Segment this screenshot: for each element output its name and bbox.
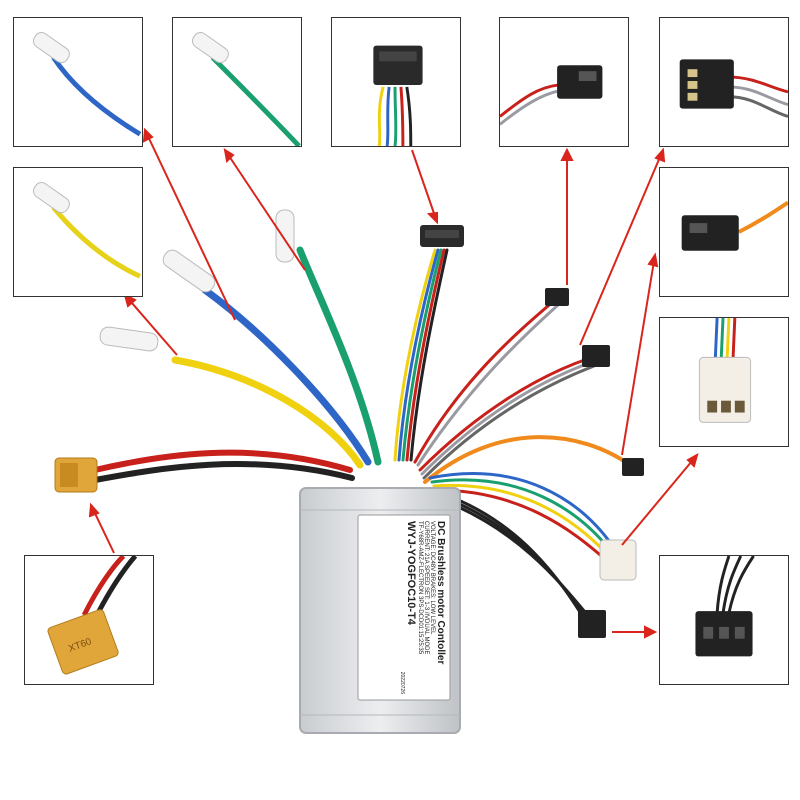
- blue-bullet-terminal-icon: [32, 32, 142, 137]
- yellow-bullet-terminal-icon: [32, 182, 142, 279]
- black-three-pin-connector-inset: [659, 555, 789, 685]
- controller-label-text: DC Brushless motor Contoller VOLTAGE: DC…: [358, 515, 450, 700]
- sm-3pin-plug: [582, 345, 610, 367]
- bullet-terminals: [99, 209, 295, 352]
- multi-pin-hall-connector-inset: [331, 17, 461, 147]
- sm-3pin-black-plug: [578, 610, 606, 638]
- controller-label-sticker: [357, 514, 451, 701]
- label-line-title: DC Brushless motor Contoller: [435, 521, 446, 665]
- yellow-wire-terminal-inset: [13, 167, 143, 297]
- hall-connector: [420, 225, 464, 247]
- hall-sensor-connector-icon: [373, 45, 423, 146]
- orange-two-pin-connector-inset: [659, 167, 789, 297]
- sm-3pin-black-connector-icon: [695, 556, 755, 657]
- two-pin-connector-top-inset: [499, 17, 629, 147]
- sm-2pin-connector-icon: [500, 65, 603, 126]
- white-6pin-connector-icon: [698, 318, 752, 423]
- callout-arrows: [88, 127, 699, 639]
- sm-3pin-connector-icon: [679, 59, 788, 118]
- white-six-pin-connector-inset: [659, 317, 789, 447]
- xt60-power-connector-inset: XT60: [24, 555, 154, 685]
- xt60-plug: [54, 457, 98, 493]
- controller-housing: [299, 487, 461, 734]
- green-wire-terminal-inset: [172, 17, 302, 147]
- label-line-model: TF-Y68R-AMZ-FLECTRON 3PS-DCD01:15:25:35: [417, 521, 423, 655]
- green-bullet-terminal-icon: [191, 32, 301, 146]
- label-line-voltage: VOLTAGE: DC48V BRAKES: LOW LEVEL: [429, 521, 435, 635]
- orange-sm-plug: [622, 458, 644, 476]
- xt60-connector-icon: XT60: [47, 556, 138, 675]
- label-line-part: WYJ-YOGFOC10-T4: [405, 521, 417, 625]
- white-6pin-plug: [599, 539, 637, 581]
- label-line-current: CURRENT: 21A SPEED SET: 1-3 /IVDUAL MODE: [423, 521, 429, 655]
- three-pin-connector-top-inset: [659, 17, 789, 147]
- blue-wire-terminal-inset: [13, 17, 143, 147]
- orange-sm-connector-icon: [681, 200, 788, 251]
- sm-2pin-plug: [545, 288, 569, 306]
